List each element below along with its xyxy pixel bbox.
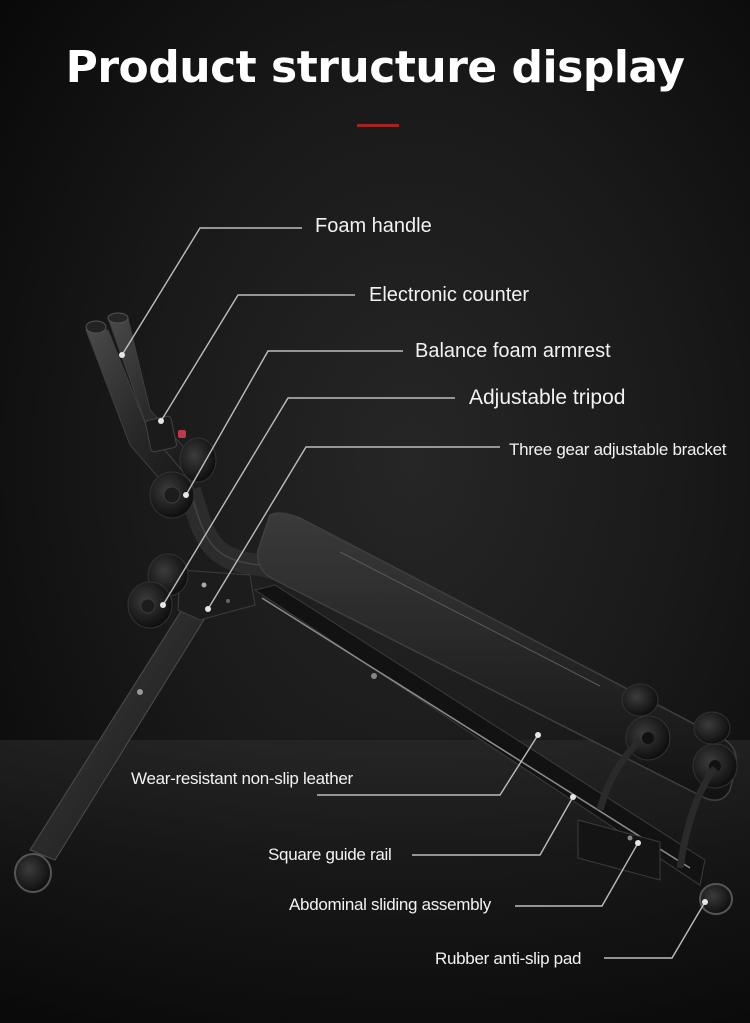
label-three-gear-bracket: Three gear adjustable bracket — [509, 440, 727, 459]
label-anti-slip-pad: Rubber anti-slip pad — [435, 949, 582, 968]
label-foam-handle: Foam handle — [315, 215, 432, 237]
title-accent-bar — [357, 124, 399, 127]
seat-pad — [256, 512, 737, 801]
label-leather: Wear-resistant non-slip leather — [131, 769, 353, 788]
label-sliding-assembly: Abdominal sliding assembly — [289, 895, 491, 914]
floor-shadow — [0, 740, 750, 1023]
front-leg — [14, 599, 211, 893]
label-guide-rail: Square guide rail — [268, 845, 392, 864]
handles — [85, 312, 201, 501]
label-balance-foam-armrest: Balance foam armrest — [415, 340, 611, 362]
leader-dots — [119, 352, 708, 905]
label-adjustable-tripod: Adjustable tripod — [469, 386, 626, 409]
leader-lines — [121, 227, 706, 959]
page-title: Product structure display — [65, 42, 685, 93]
label-electronic-counter: Electronic counter — [369, 284, 530, 306]
